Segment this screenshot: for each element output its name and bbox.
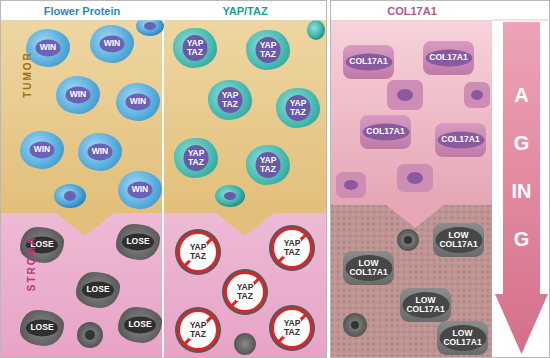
- cell-label: YAP TAZ: [260, 41, 277, 60]
- tumor-cell: WIN: [90, 25, 134, 63]
- crossed-cell: YAP TAZ: [271, 307, 313, 349]
- cell-label: COL17A1: [441, 135, 479, 144]
- tumor-cell: YAP TAZ: [246, 30, 290, 70]
- cell-label: LOSE: [126, 237, 149, 246]
- cell-label: WIN: [92, 147, 109, 156]
- cell-label: YAP TAZ: [189, 321, 208, 340]
- cell-label: WIN: [104, 39, 121, 48]
- cell-label: WIN: [40, 43, 57, 52]
- tumor-cell: YAP TAZ: [208, 80, 252, 120]
- stroma-cell: LOSE: [116, 224, 160, 260]
- cell-label: LOW COL17A1: [349, 259, 387, 278]
- aged-cell: LOW COL17A1: [437, 321, 488, 355]
- tumor-cell: WIN: [56, 76, 100, 114]
- cell-label: YAP TAZ: [187, 39, 204, 58]
- cell-label: LOW COL17A1: [406, 296, 444, 315]
- epidermal-cell: COL17A1: [435, 123, 486, 157]
- background-cells: [54, 16, 490, 355]
- cell-label: WIN: [132, 185, 149, 194]
- cell-label: COL17A1: [349, 57, 387, 66]
- cell-label: YAP TAZ: [283, 319, 302, 338]
- cell-label: WIN: [70, 90, 87, 99]
- cell-label: LOSE: [128, 320, 151, 329]
- tumor-cell: WIN: [20, 131, 64, 169]
- stroma-cell: LOSE: [20, 310, 64, 346]
- stroma-cell: LOSE: [118, 307, 162, 343]
- cell-label: LOW COL17A1: [443, 329, 481, 348]
- cell-label: YAP TAZ: [188, 149, 205, 168]
- tumor-cell: YAP TAZ: [276, 88, 320, 128]
- region-label: TUMOR: [22, 51, 33, 98]
- crossed-cell: YAP TAZ: [177, 231, 219, 273]
- cell-label: YAP TAZ: [222, 91, 239, 110]
- cell-label: LOSE: [86, 285, 109, 294]
- epidermal-cell: COL17A1: [360, 115, 411, 149]
- aging-arrow: AGING: [495, 22, 548, 354]
- panel-grounds: [1, 0, 492, 358]
- cell-label: YAP TAZ: [236, 283, 255, 302]
- cell-label: YAP TAZ: [260, 156, 277, 175]
- stroma-cell: LOSE: [76, 272, 120, 308]
- crossed-cell: YAP TAZ: [224, 271, 266, 313]
- boundary-triangles: [55, 204, 445, 236]
- cell-label: LOW COL17A1: [439, 231, 477, 250]
- epidermal-cell: COL17A1: [343, 45, 394, 79]
- cell-label: COL17A1: [429, 53, 467, 62]
- tumor-cell: WIN: [78, 133, 122, 171]
- cell-label: YAP TAZ: [290, 99, 307, 118]
- cell-label: YAP TAZ: [189, 243, 208, 262]
- panel-heading: COL17A1: [332, 2, 492, 20]
- tumor-cell: YAP TAZ: [174, 138, 218, 178]
- tumor-cell: YAP TAZ: [173, 28, 217, 68]
- crossed-cell: YAP TAZ: [177, 309, 219, 351]
- panel-column: YAP/TAZ YAP TAZ YAP TAZ YAP TAZ YAP TAZ YAP T…: [164, 2, 326, 356]
- tumor-cell: WIN: [118, 171, 162, 209]
- cell-label: WIN: [34, 145, 51, 154]
- tumor-cell: YAP TAZ: [246, 145, 290, 185]
- aged-cell: LOW COL17A1: [433, 223, 484, 257]
- panel-column: COL17A1COL17A1COL17A1COL17A1COL17A1LOW C…: [332, 2, 492, 356]
- panel-heading: YAP/TAZ: [164, 2, 326, 20]
- region-label: STROMA: [26, 236, 37, 291]
- epidermal-cell: COL17A1: [423, 41, 474, 75]
- cell-label: LOSE: [30, 323, 53, 332]
- arrow-label: AGING: [512, 71, 532, 263]
- aged-cell: LOW COL17A1: [343, 251, 394, 285]
- cell-label: YAP TAZ: [283, 239, 302, 258]
- cell-label: COL17A1: [366, 127, 404, 136]
- crossed-cell: YAP TAZ: [271, 227, 313, 269]
- cell-label: WIN: [130, 97, 147, 106]
- aged-cell: LOW COL17A1: [400, 288, 451, 322]
- panel-heading: Flower Protein: [2, 2, 162, 20]
- tumor-cell: WIN: [116, 83, 160, 121]
